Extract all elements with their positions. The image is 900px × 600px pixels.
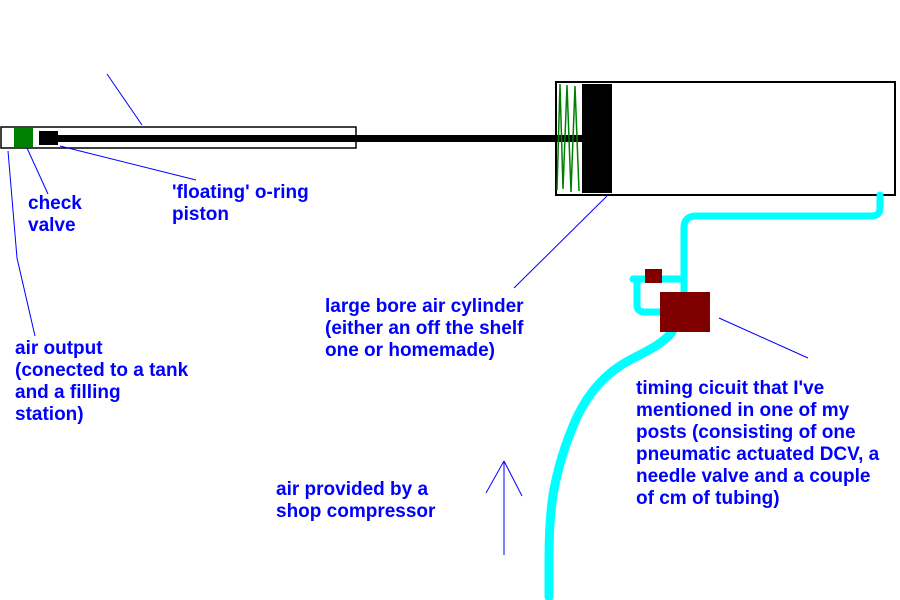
check-valve-block bbox=[14, 128, 33, 147]
tube-cylinder-to-valve bbox=[680, 191, 884, 298]
floating-piston-block bbox=[39, 131, 58, 145]
large-cylinder-label: large bore air cylinder (either an off t… bbox=[325, 296, 524, 361]
timing-valve-body bbox=[660, 292, 710, 332]
up-arrow-left-wing bbox=[485, 460, 505, 494]
tube-valve-loop bbox=[633, 275, 666, 316]
large-cylinder-body bbox=[555, 81, 896, 196]
air-supply-label: air provided by a shop compressor bbox=[276, 479, 436, 522]
piston-rod bbox=[58, 135, 582, 142]
large-piston-block bbox=[582, 84, 612, 193]
leader-air-output bbox=[7, 150, 36, 337]
annotation-lines bbox=[7, 73, 809, 359]
timing-circuit-label: timing cicuit that I've mentioned in one… bbox=[636, 378, 880, 509]
leader-check-valve bbox=[26, 147, 49, 195]
leader-small-tube bbox=[106, 73, 143, 126]
air-output-label: air output (conected to a tank and a fil… bbox=[15, 338, 189, 425]
floating-piston-label: 'floating' o-ring piston bbox=[172, 182, 309, 225]
spring-coil bbox=[556, 83, 580, 193]
leader-timing-circuit bbox=[718, 317, 809, 359]
needle-valve-block bbox=[645, 269, 662, 283]
check-valve-label: check valve bbox=[28, 193, 82, 236]
up-arrow-right-wing bbox=[503, 460, 523, 497]
leader-large-cylinder bbox=[513, 195, 608, 289]
up-arrow-icon bbox=[485, 460, 523, 555]
leader-floating-piston bbox=[59, 145, 197, 181]
tube-supply-line bbox=[544, 327, 677, 600]
